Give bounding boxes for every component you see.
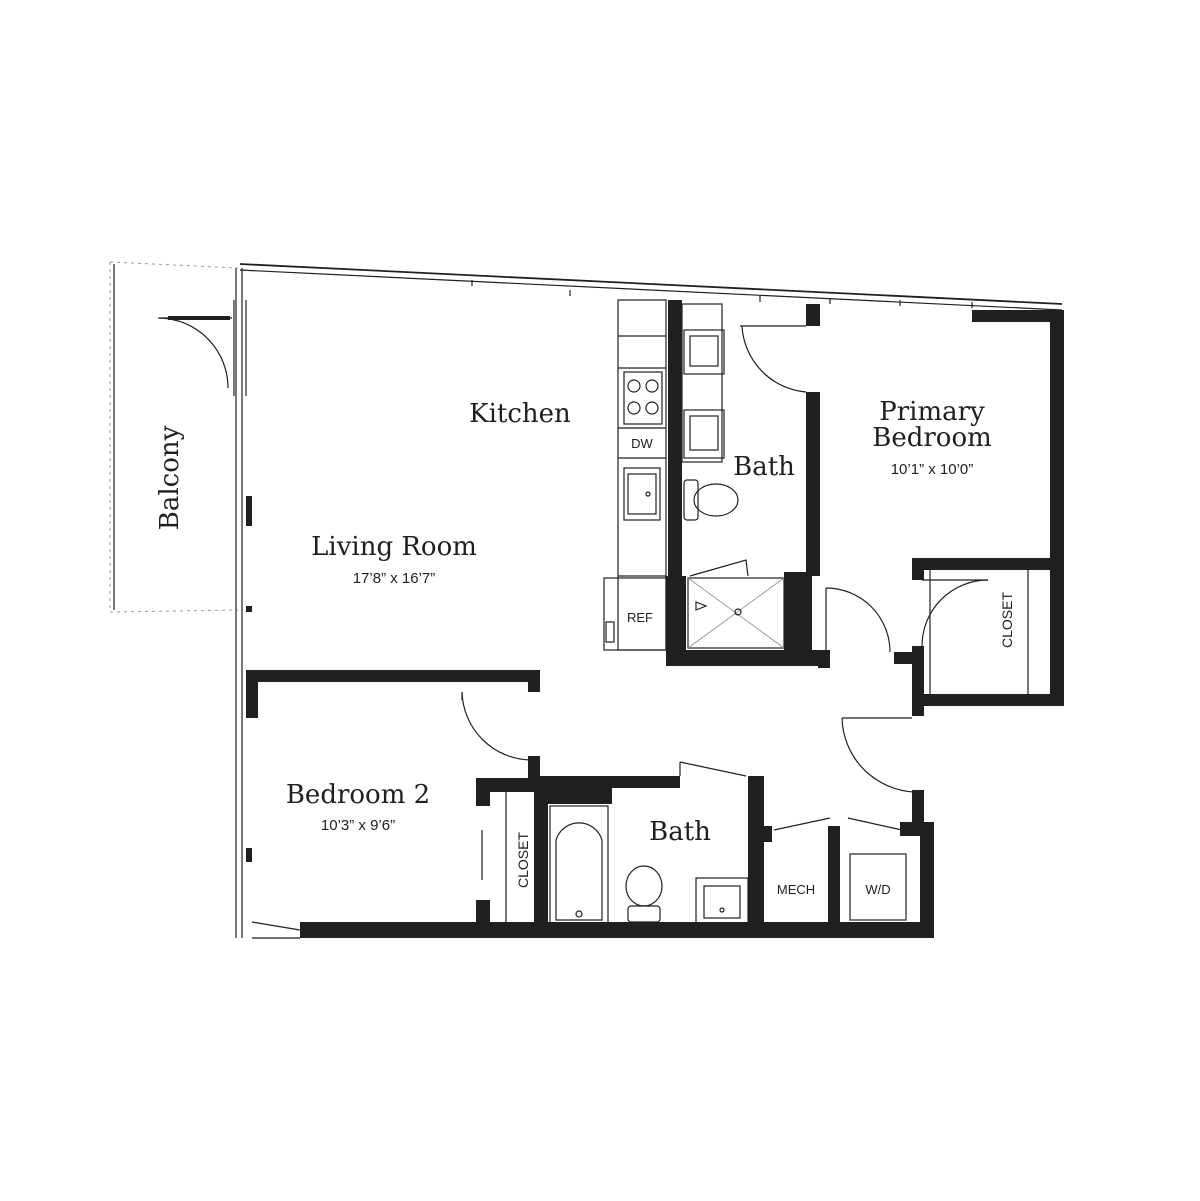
balcony-label: Balcony bbox=[155, 425, 185, 530]
bedroom2-walls: CLOSET bbox=[246, 670, 548, 928]
bottom-glazing bbox=[251, 921, 301, 931]
living-room-label: Living Room bbox=[311, 532, 477, 562]
exterior-glazing-top bbox=[239, 263, 1063, 311]
mech-wd: MECH W/D bbox=[756, 717, 934, 938]
shower-icon bbox=[687, 559, 785, 649]
kitchen-label: Kitchen bbox=[469, 399, 571, 429]
primary-bedroom-size: 10’1” x 10’0” bbox=[891, 461, 974, 478]
living-room-size: 17’8” x 16’7” bbox=[353, 570, 436, 587]
balcony-area bbox=[109, 261, 239, 613]
washer-dryer-label: W/D bbox=[865, 882, 890, 897]
bathtub-icon bbox=[549, 805, 609, 925]
primary-bedroom-label-line1: Primary bbox=[879, 397, 985, 427]
kitchen-sink-icon bbox=[623, 467, 661, 521]
primary-bedroom-label-line2: Bedroom bbox=[872, 423, 992, 453]
kitchen-counter: DW REF bbox=[603, 299, 667, 651]
exterior-glazing-left bbox=[233, 268, 252, 938]
toilet-2-icon bbox=[625, 865, 663, 923]
closet-bedroom2-label: CLOSET bbox=[515, 832, 531, 888]
primary-bath-label: Bath bbox=[733, 452, 795, 482]
primary-bath bbox=[666, 300, 826, 666]
exterior-wall-bottom bbox=[300, 922, 934, 938]
cooktop-icon bbox=[623, 371, 663, 425]
mech-label: MECH bbox=[777, 882, 815, 897]
closet-primary-label: CLOSET bbox=[999, 592, 1015, 648]
bath-2-label: Bath bbox=[649, 817, 711, 847]
dishwasher-label: DW bbox=[631, 436, 653, 451]
bedroom-2-size: 10’3” x 9’6” bbox=[321, 817, 395, 834]
bath2-sink-icon bbox=[695, 877, 749, 927]
bedroom-2-label: Bedroom 2 bbox=[286, 780, 430, 810]
bath-2 bbox=[540, 761, 764, 927]
primary-bedroom-walls bbox=[818, 310, 1064, 716]
refrigerator-label: REF bbox=[627, 610, 653, 625]
vanity-sink-icon bbox=[681, 303, 725, 463]
toilet-icon bbox=[683, 479, 739, 521]
